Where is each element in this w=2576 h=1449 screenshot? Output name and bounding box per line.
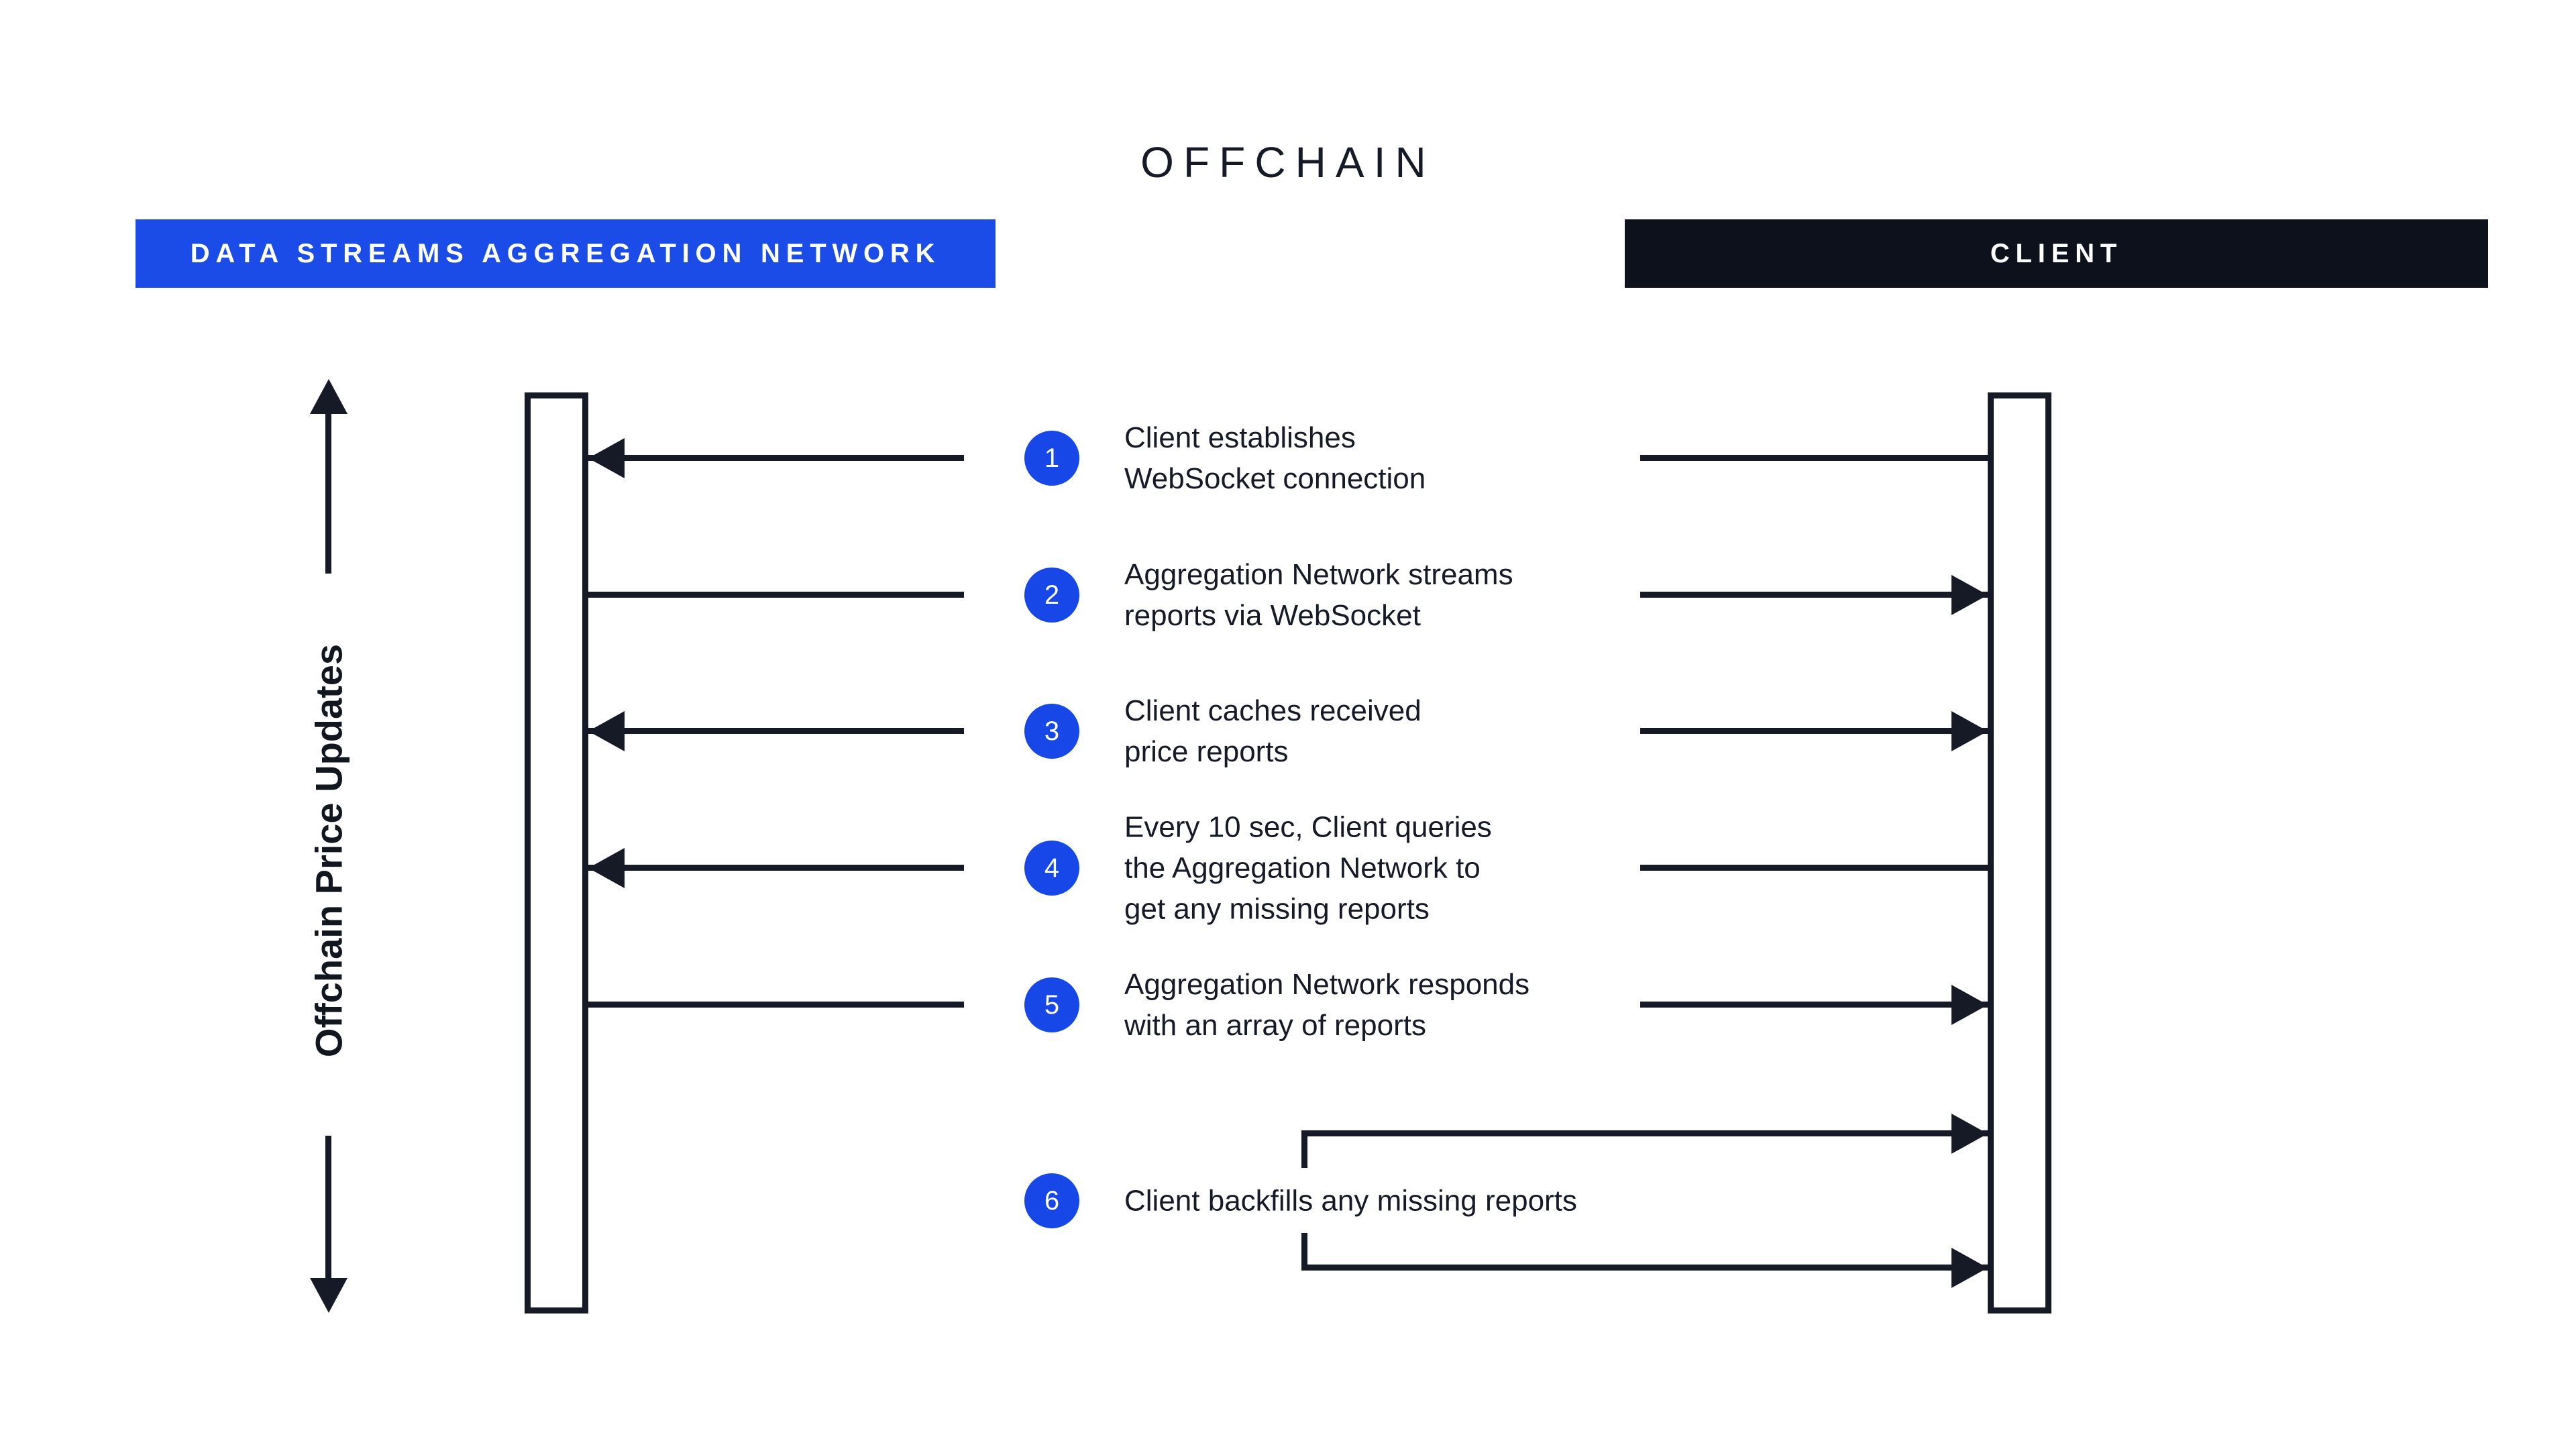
message-line-left-4: [588, 865, 964, 871]
backfill-loop-stub-bottom: [1301, 1233, 1307, 1271]
step-label-3: Client caches received price reports: [1124, 694, 1421, 768]
arrow-down-icon: [310, 1278, 347, 1313]
step-number-6: 6: [1044, 1185, 1060, 1216]
backfill-loop-line-top: [1301, 1130, 1988, 1136]
message-line-right-1: [1640, 455, 1988, 461]
page-title: OFFCHAIN: [1140, 138, 1436, 186]
message-line-right-3: [1640, 728, 1988, 734]
message-line-right-5: [1640, 1002, 1988, 1008]
actor-banner-client-label: CLIENT: [1990, 238, 2123, 268]
arrowhead-right-icon-2: [1951, 575, 1988, 615]
arrowhead-left-icon-3: [588, 711, 625, 751]
message-line-left-5: [588, 1002, 964, 1008]
arrowhead-left-icon-4: [588, 848, 625, 888]
actor-banner-aggregation-label: DATA STREAMS AGGREGATION NETWORK: [190, 238, 941, 268]
step-number-1: 1: [1044, 443, 1060, 473]
arrowhead-right-icon-6b: [1951, 1248, 1988, 1288]
actor-banner-aggregation-network: DATA STREAMS AGGREGATION NETWORK: [136, 219, 996, 288]
step-number-5: 5: [1044, 989, 1060, 1020]
step-number-2: 2: [1044, 580, 1060, 610]
arrow-up-icon: [310, 379, 347, 414]
message-line-right-4: [1640, 865, 1988, 871]
step-number-badge-2: 2: [1024, 568, 1079, 623]
message-line-left-2: [588, 592, 964, 598]
step-label-1: Client establishes WebSocket connection: [1124, 421, 1426, 495]
message-line-left-1: [588, 455, 964, 461]
step-label-5: Aggregation Network responds with an arr…: [1124, 968, 1530, 1042]
lifeline-aggregation-network: [525, 392, 588, 1313]
arrowhead-right-icon-5: [1951, 985, 1988, 1025]
step-number-4: 4: [1044, 853, 1060, 883]
message-line-left-3: [588, 728, 964, 734]
step-number-3: 3: [1044, 716, 1060, 746]
message-line-right-2: [1640, 592, 1988, 598]
arrowhead-right-icon-6a: [1951, 1114, 1988, 1154]
step-number-badge-4: 4: [1024, 841, 1079, 896]
lifeline-client: [1988, 392, 2051, 1313]
arrowhead-left-icon-1: [588, 438, 625, 478]
backfill-loop-line-bottom: [1301, 1265, 1988, 1271]
axis-label: Offchain Price Updates: [307, 643, 350, 1058]
axis-line-bottom: [325, 1136, 331, 1280]
backfill-loop-stub-top: [1301, 1130, 1307, 1168]
step-number-badge-3: 3: [1024, 704, 1079, 759]
arrowhead-right-icon-3: [1951, 711, 1988, 751]
step-number-badge-5: 5: [1024, 977, 1079, 1032]
axis-line-top: [325, 402, 331, 574]
actor-banner-client: CLIENT: [1625, 219, 2488, 288]
step-number-badge-6: 6: [1024, 1173, 1079, 1228]
step-label-4: Every 10 sec, Client queries the Aggrega…: [1124, 810, 1492, 926]
step-label-2: Aggregation Network streams reports via …: [1124, 558, 1513, 632]
step-number-badge-1: 1: [1024, 431, 1079, 486]
step-label-6: Client backfills any missing reports: [1124, 1184, 1577, 1218]
